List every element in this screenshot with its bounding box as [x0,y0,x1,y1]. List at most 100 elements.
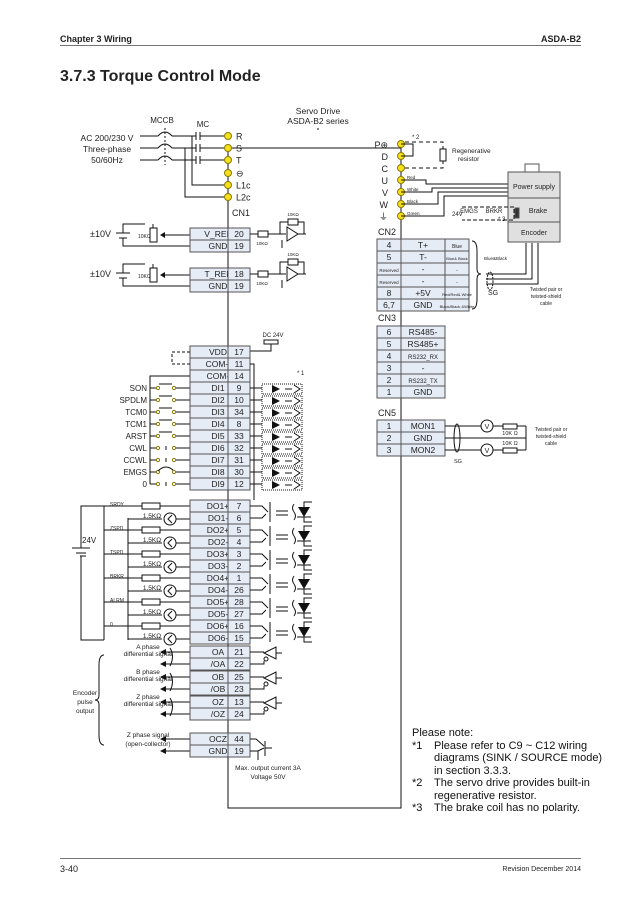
pin-2: 2 [237,561,242,571]
cn2-signal: GND [414,300,433,310]
twisted-pair-icon [169,697,173,717]
encoder-pair-label: Z phase [136,694,160,701]
signal-noa: /OA [211,659,226,669]
transistor-icon [293,408,301,418]
pin-33: 33 [234,431,244,441]
regen-resistor-icon [439,148,447,162]
do-function-label: SRDY [110,502,125,508]
encoder-label: Encoder [521,230,548,237]
signal-vdd: VDD [209,347,227,357]
pin-28: 28 [234,597,244,607]
encoder-pair-label: differential signal [124,651,173,658]
pin-8: 8 [237,419,242,429]
led-wire [303,597,312,603]
twisted-pair-icon [169,672,173,692]
note-mark: *2 [412,777,423,789]
resistor-label: 1.5KΩ [143,561,161,568]
led-icon [298,555,310,565]
shield-icon [453,423,461,453]
driver-wire [250,711,265,715]
switch-contact-icon [155,457,161,463]
potentiometer-icon [149,227,158,243]
monitor-pot-icon [502,423,518,430]
motor-shaft [524,163,540,173]
cn3-signal: RS485- [409,327,438,337]
transistor-icon [293,420,301,430]
regen-label: resistor [458,156,480,163]
transistor-icon [293,432,301,442]
brake-dashed [462,206,515,221]
cn5-sg-label: SG [454,459,462,465]
power-terminal-icon [224,156,232,164]
revision-label: Revision December 2014 [502,866,581,873]
pin-24: 24 [234,709,244,719]
switch-contact-icon [171,457,177,463]
analog-source-label: ±10V [90,269,111,279]
cn2-cable-label: cable [540,301,552,307]
output-arrow-icon [160,661,166,667]
cn2-signal: T+ [418,240,428,250]
light-wave-icon [292,623,296,641]
resistor-label: 1.5KΩ [143,633,161,640]
pin-18: 18 [234,269,244,279]
do-function-label: ZSPD [110,526,124,532]
resistor-icon [141,574,161,582]
signal-gnd: GND [209,241,228,251]
inverter-bubble-icon [263,656,269,662]
diode-icon [272,433,280,441]
encoder-cable [486,243,539,285]
signal-do1-: DO1- [208,513,228,523]
led-icon [298,507,310,517]
resistor-label: 1.5KΩ [143,537,161,544]
note-line: regenerative resistor. [412,790,602,803]
do-function-label: TSPD [110,550,124,556]
wire-color-label: Green [407,211,420,216]
signal-do5-: DO5- [208,609,228,619]
signal-do4-: DO4- [208,585,228,595]
transistor-icon [293,480,301,490]
diode-icon [272,481,280,489]
transistor-icon [293,384,301,394]
ocz-label: (open-collector) [125,741,170,748]
signal-do3+: DO3+ [207,549,229,559]
switch-contact-icon [155,433,161,439]
oc-transistor-icon [250,738,265,747]
signal-complus: COM+ [206,359,231,369]
optocoupler-icon [261,407,303,419]
motor-terminal-label: U [382,176,389,186]
do-transistor-icon [250,537,267,543]
cn2-wire-color: - [456,268,458,274]
signal-ocz: OCZ [209,734,227,744]
cn3-pin: 1 [387,387,392,397]
pin-9: 9 [237,383,242,393]
monitor-pot-label: 10K Ω [502,431,517,437]
note-line: diagrams (SINK / SOURCE mode) [412,752,602,765]
switch-contact-icon [155,397,161,403]
wire-color-label: White [407,187,419,192]
monitor-pot-label: 10K Ω [502,441,517,447]
optocoupler-icon [261,479,303,491]
motor-wire [401,179,508,185]
opamp-icon [286,266,299,282]
cn2-label: CN2 [378,227,396,237]
di-function-label: CCWL [123,456,147,465]
monitor-pot-icon [502,447,518,454]
encoder-cable [486,243,533,280]
footer-rule [60,858,581,859]
signal-oa: OA [212,647,225,657]
cn2-brace [471,240,482,310]
pin-30: 30 [234,467,244,477]
switch-contact-icon [171,433,177,439]
regen-dashed [405,141,444,169]
brkr-label: BRKR [486,209,503,215]
com-plus-wire [250,363,255,500]
relay-led-glyph [167,586,173,596]
led-wire [303,637,312,643]
power-terminal-label: ⊖ [236,169,244,179]
light-wave-icon [292,599,296,617]
signal-do2-: DO2- [208,537,228,547]
optocoupler-icon [261,383,303,395]
power-terminal-label: R [236,132,243,142]
relay-led-icon [163,560,177,574]
signal-nob: /OB [211,684,226,694]
